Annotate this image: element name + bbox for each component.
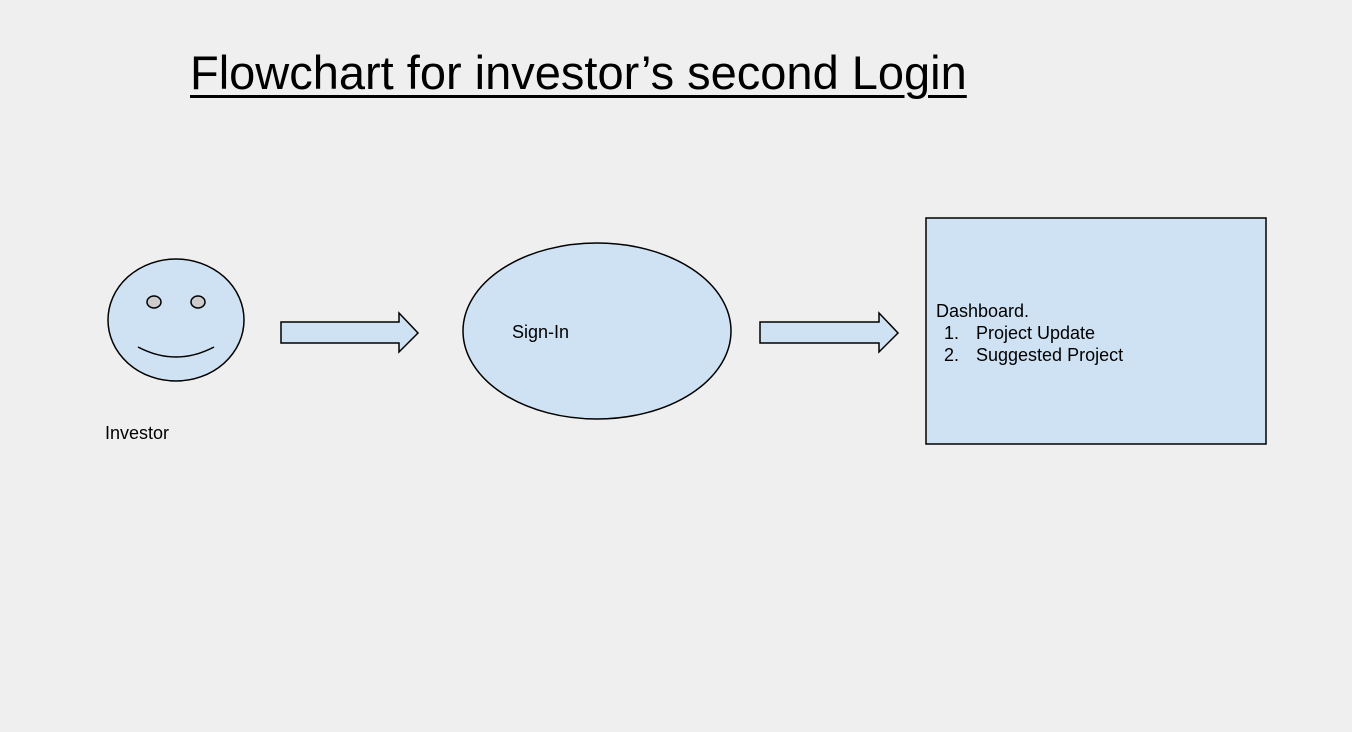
smiley-right-eye xyxy=(190,295,206,309)
dashboard-box xyxy=(925,217,1267,445)
page-title: Flowchart for investor’s second Login xyxy=(190,46,967,99)
dashboard-list-item: 1. Project Update xyxy=(936,322,1123,344)
dashboard-heading: Dashboard. xyxy=(936,301,1030,321)
dashboard-list-item: 2. Suggested Project xyxy=(936,344,1123,366)
smiley-mouth xyxy=(137,346,215,358)
arrow-investor-to-signin xyxy=(280,311,420,354)
investor-smiley-icon xyxy=(107,258,245,382)
list-item-text: Suggested Project xyxy=(976,345,1124,365)
investor-label: Investor xyxy=(105,423,170,443)
smiley-left-eye xyxy=(146,295,162,309)
smiley-face-outline xyxy=(107,258,245,382)
list-item-text: Project Update xyxy=(976,323,1096,343)
signin-label: Sign-In xyxy=(512,322,570,342)
signin-ellipse xyxy=(462,242,732,420)
dashboard-text: Dashboard. 1. Project Update 2. Suggeste… xyxy=(936,300,1123,366)
list-item-number: 2. xyxy=(944,345,960,365)
arrow-signin-to-dashboard xyxy=(759,311,900,354)
list-item-number: 1. xyxy=(944,323,960,343)
